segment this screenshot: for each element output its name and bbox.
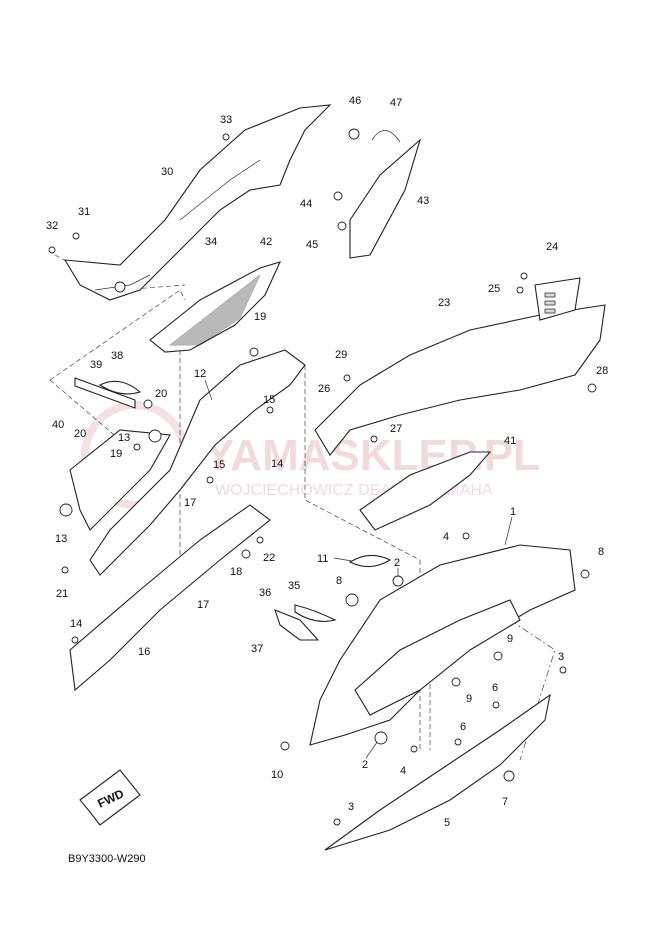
callout-4: 4 xyxy=(443,531,449,543)
callouts: 1 2 2 3 3 4 4 5 6 6 7 8 8 9 9 10 11 12 1… xyxy=(46,95,608,829)
callout-3: 3 xyxy=(348,801,354,813)
callout-9: 9 xyxy=(466,693,472,705)
callout-6: 6 xyxy=(492,682,498,694)
part-35-seal xyxy=(294,604,337,622)
callout-14: 14 xyxy=(70,618,82,630)
part-23-side-cover xyxy=(314,304,606,456)
callout-26: 26 xyxy=(318,383,330,395)
callout-31: 31 xyxy=(78,206,90,218)
fwd-arrow: FWD xyxy=(79,769,141,826)
callout-43: 43 xyxy=(417,195,429,207)
callout-6: 6 xyxy=(460,721,466,733)
part-24-plate xyxy=(534,277,581,321)
callout-33: 33 xyxy=(220,114,232,126)
callout-19: 19 xyxy=(254,311,266,323)
part-41-panel xyxy=(359,451,492,531)
callout-16: 16 xyxy=(138,646,150,658)
callout-47: 47 xyxy=(390,97,402,109)
fasteners xyxy=(48,128,597,826)
callout-36: 36 xyxy=(259,587,271,599)
part-11-cap xyxy=(348,554,392,568)
callout-19: 19 xyxy=(110,448,122,460)
callout-25: 25 xyxy=(488,283,500,295)
callout-20: 20 xyxy=(74,428,86,440)
callout-27: 27 xyxy=(390,423,402,435)
callout-12: 12 xyxy=(194,368,206,380)
callout-10: 10 xyxy=(271,769,283,781)
callout-34: 34 xyxy=(205,236,217,248)
callout-5: 5 xyxy=(444,817,450,829)
callout-45: 45 xyxy=(306,239,318,251)
callout-41: 41 xyxy=(504,435,516,447)
callout-22: 22 xyxy=(263,552,275,564)
part-36-bracket xyxy=(274,609,320,641)
part-5-lower-panel xyxy=(324,693,551,851)
callout-28: 28 xyxy=(596,365,608,377)
callout-2: 2 xyxy=(394,557,400,569)
callout-7: 7 xyxy=(502,796,508,808)
callout-13: 13 xyxy=(55,533,67,545)
callout-1: 1 xyxy=(510,506,516,518)
callout-3: 3 xyxy=(558,651,564,663)
callout-37: 37 xyxy=(251,643,263,655)
callout-13: 13 xyxy=(118,432,130,444)
part-47-clip xyxy=(371,130,401,143)
reference-code: B9Y3300-W290 xyxy=(68,853,146,865)
callout-15: 15 xyxy=(263,394,275,406)
callout-4: 4 xyxy=(400,765,406,777)
callout-14: 14 xyxy=(271,458,283,470)
callout-8: 8 xyxy=(598,546,604,558)
callout-20: 20 xyxy=(155,388,167,400)
callout-29: 29 xyxy=(335,349,347,361)
callout-17: 17 xyxy=(197,599,209,611)
callout-23: 23 xyxy=(438,297,450,309)
callout-38: 38 xyxy=(111,350,123,362)
callout-21: 21 xyxy=(56,588,68,600)
callout-46: 46 xyxy=(349,95,361,107)
callout-32: 32 xyxy=(46,220,58,232)
callout-44: 44 xyxy=(300,198,312,210)
part-39-strip xyxy=(74,377,136,409)
callout-35: 35 xyxy=(288,580,300,592)
part-16-side-strip xyxy=(69,504,271,692)
callout-18: 18 xyxy=(230,566,242,578)
callout-30: 30 xyxy=(161,166,173,178)
callout-11: 11 xyxy=(317,553,328,565)
callout-40: 40 xyxy=(52,419,64,431)
callout-42: 42 xyxy=(260,236,272,248)
part-1-lower-tray xyxy=(309,544,576,746)
callout-2: 2 xyxy=(362,759,368,771)
part-43-bracket xyxy=(349,138,422,259)
callout-24: 24 xyxy=(546,241,558,253)
callout-15: 15 xyxy=(213,459,225,471)
callout-39: 39 xyxy=(90,359,102,371)
callout-17: 17 xyxy=(184,497,196,509)
part-42-panel xyxy=(149,261,282,353)
part-30-upper-cover xyxy=(63,104,332,301)
callout-9: 9 xyxy=(507,633,513,645)
part-12-center-cover xyxy=(69,349,306,576)
callout-8: 8 xyxy=(336,575,342,587)
